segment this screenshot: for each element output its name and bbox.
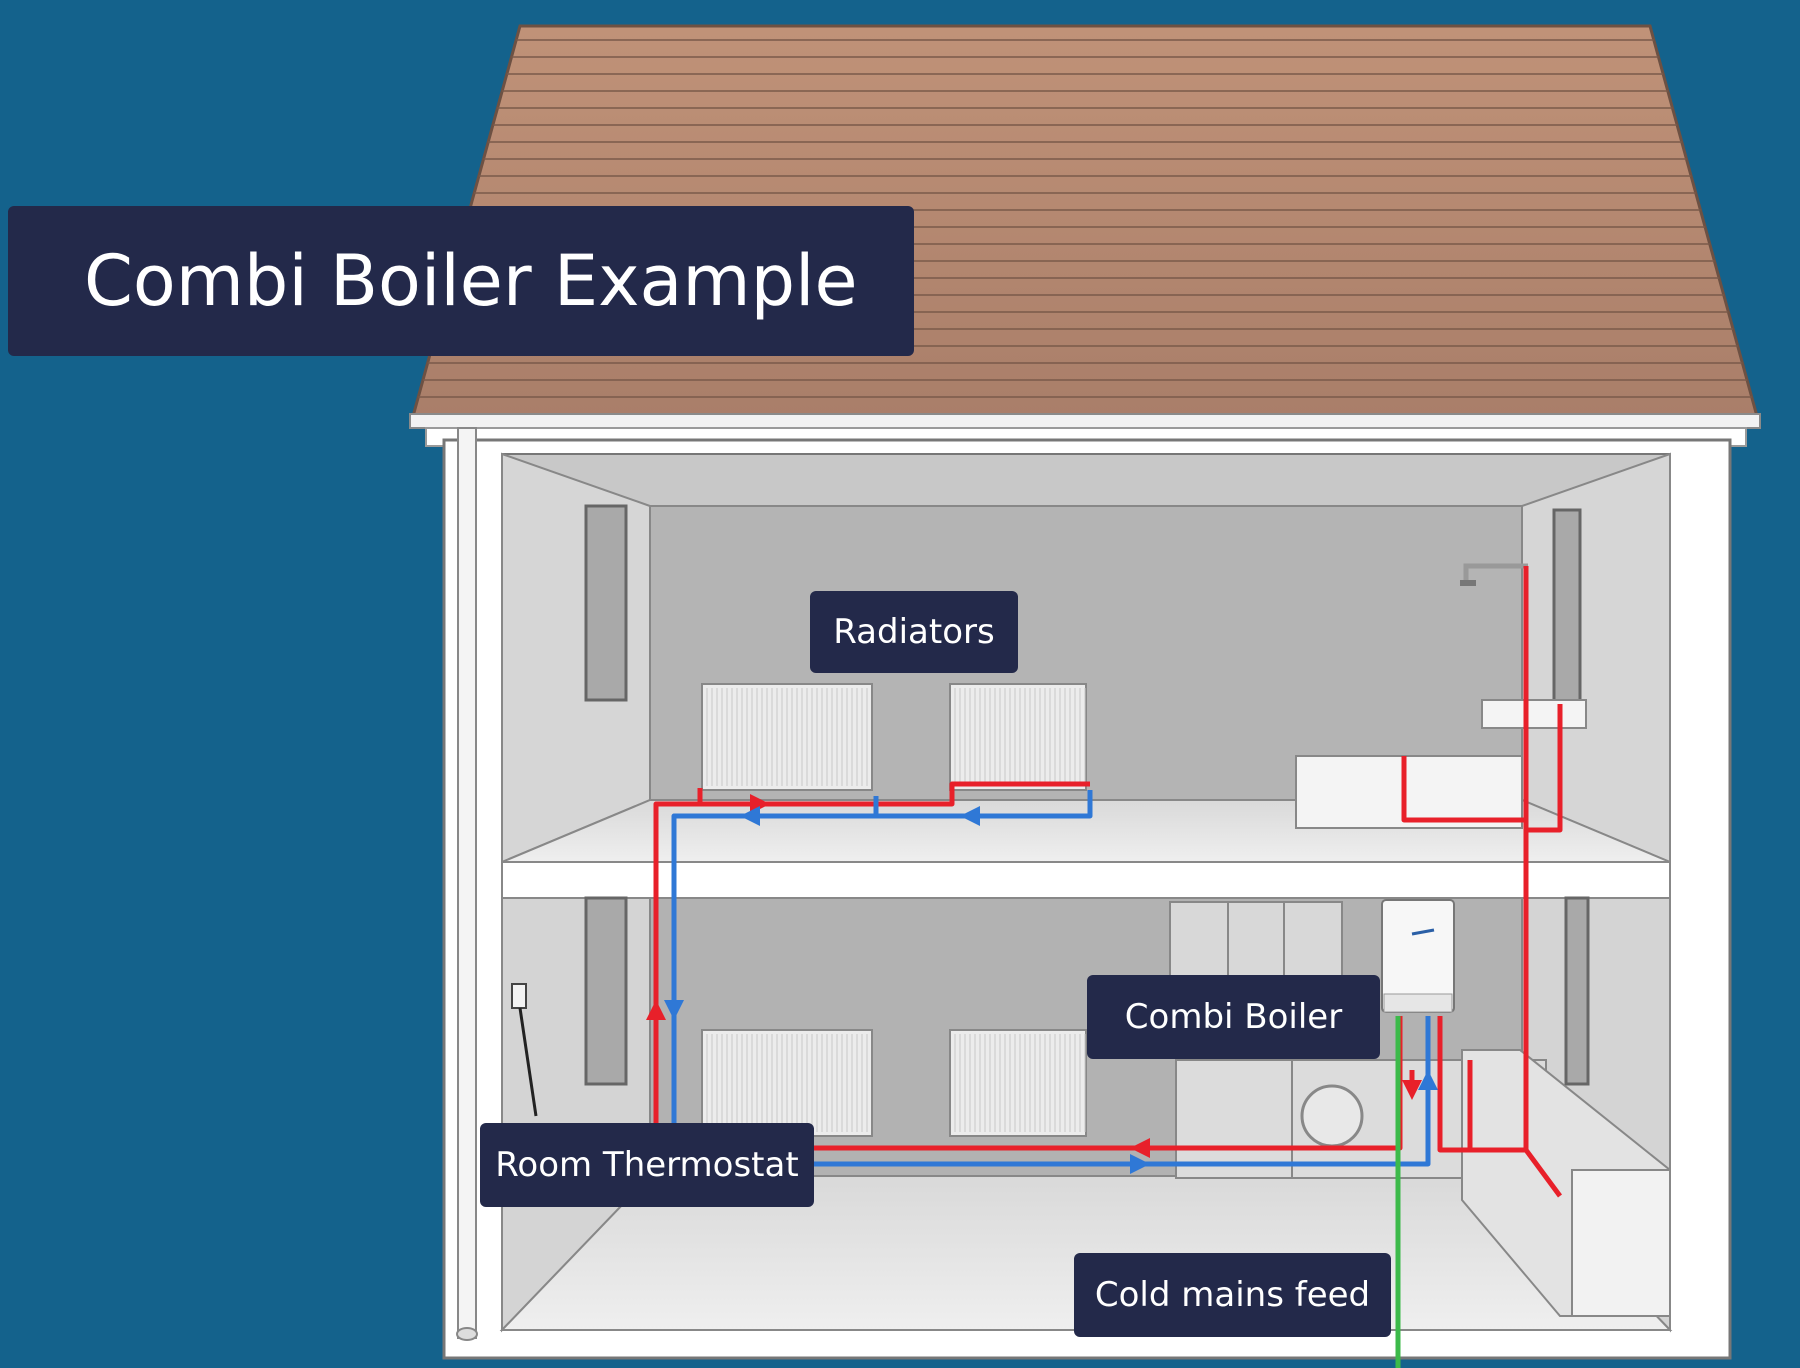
hot-water-supply-pipe [1437, 566, 1529, 1153]
kitchen-units [1169, 901, 1671, 1317]
bathroom-fixtures [1295, 563, 1587, 829]
cold-mains-feed-label: Cold mains feed [1074, 1253, 1391, 1337]
radiator-upstairs-2 [949, 683, 1087, 791]
hot-water-sink-pipe [1440, 1060, 1473, 1153]
combi-boiler-unit [1381, 899, 1455, 1013]
combi-boiler-label: Combi Boiler [1087, 975, 1380, 1059]
radiator-downstairs-2 [949, 1029, 1087, 1137]
pipework [646, 566, 1563, 1368]
room-thermostat-label: Room Thermostat [480, 1123, 814, 1207]
radiators [701, 683, 1087, 1137]
radiators-label: Radiators [810, 591, 1018, 673]
hot-water-bath-pipe [1401, 756, 1526, 823]
hot-water-basin-pipe [1526, 704, 1563, 833]
heating-flow-pipe [653, 781, 1403, 1151]
diagram-title: Combi Boiler Example [8, 206, 914, 356]
hot-water-kitchen-pipe [1523, 1148, 1563, 1198]
